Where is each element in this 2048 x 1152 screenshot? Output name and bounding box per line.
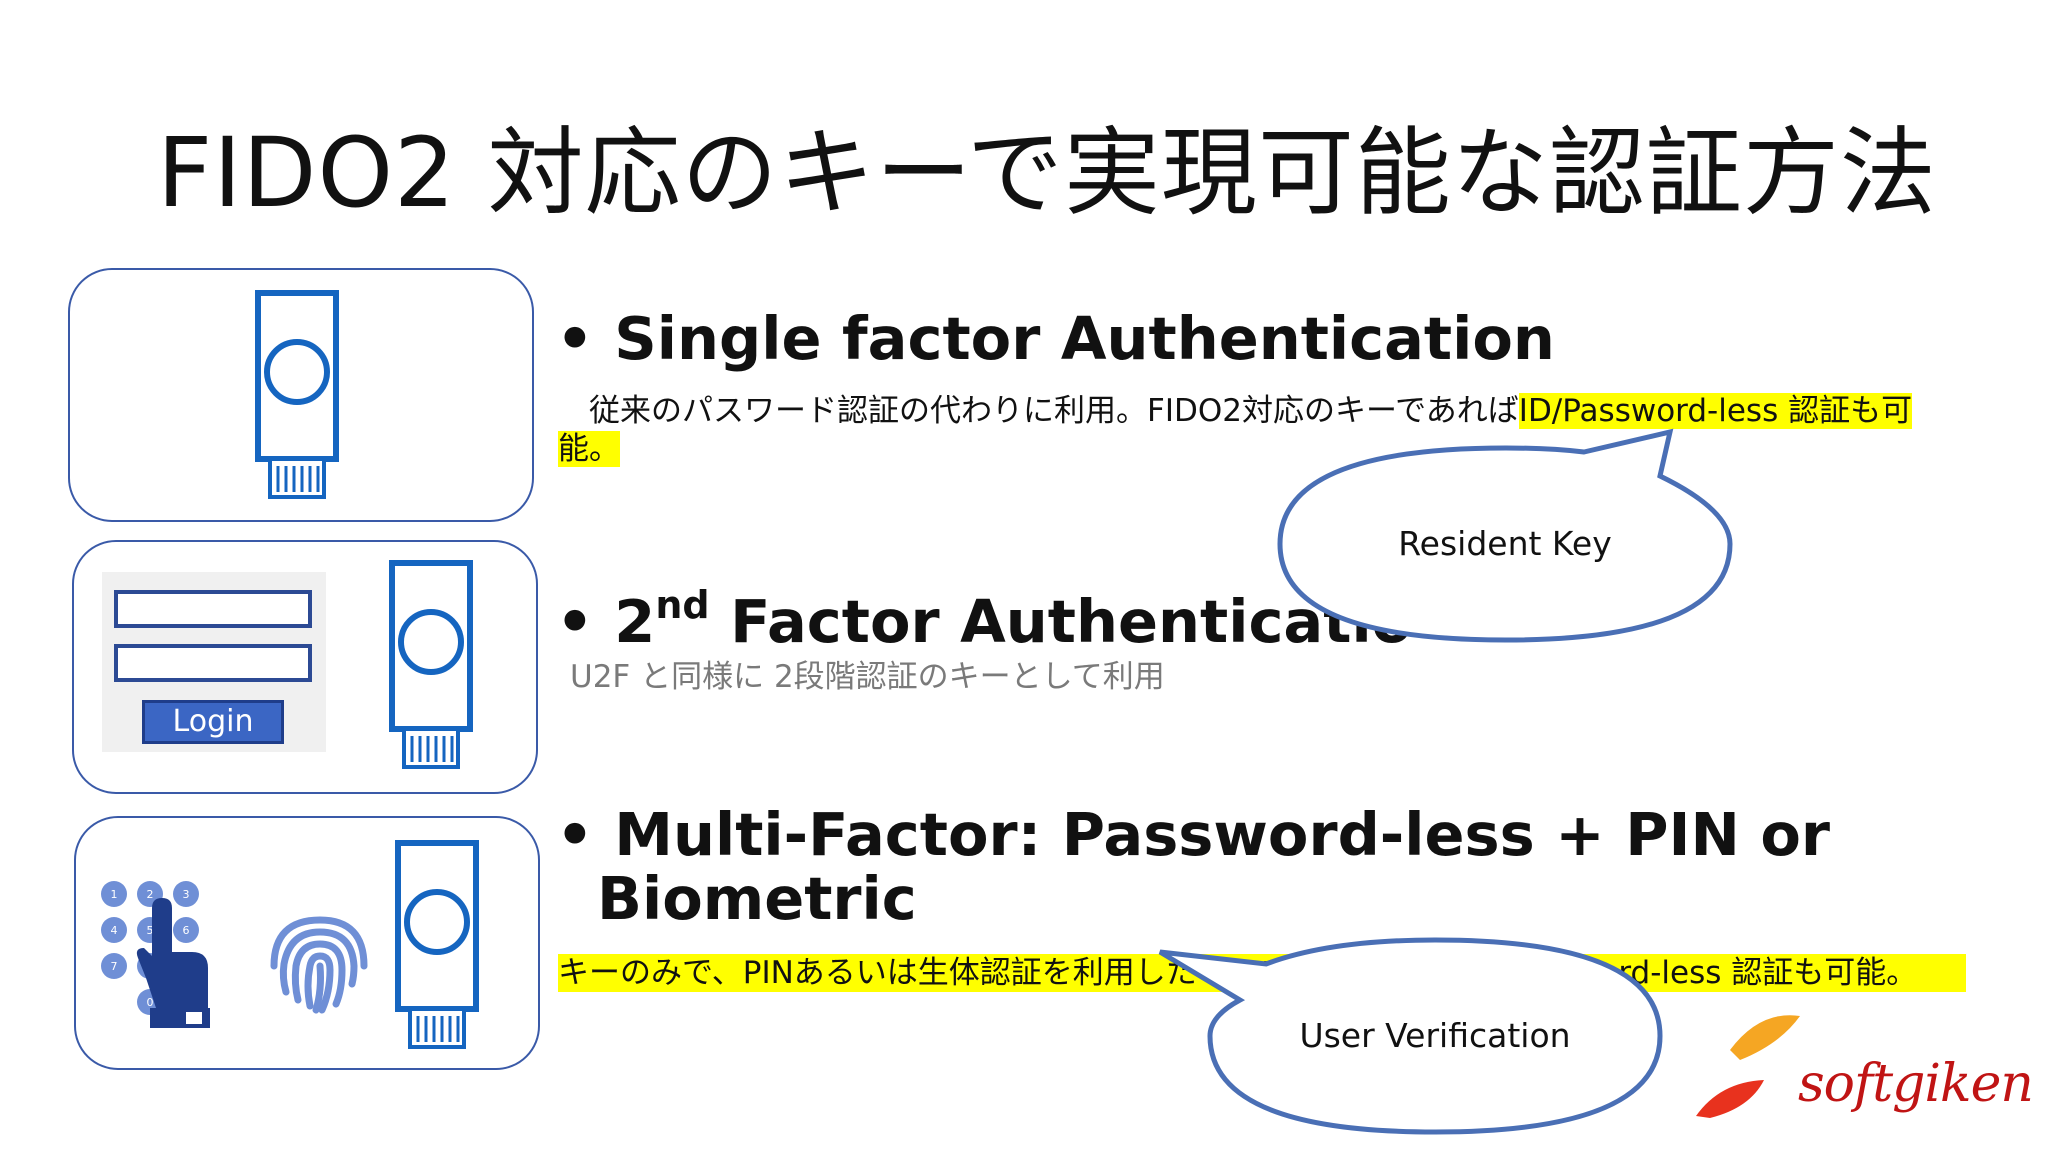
login-button: Login [142, 700, 284, 744]
keypad-key-label: 4 [111, 924, 118, 937]
desc-highlight-cont: 能。 [558, 431, 620, 467]
keypad-key [101, 881, 127, 907]
panel-single-factor [68, 268, 534, 522]
security-key-icon [389, 560, 473, 769]
keypad-key-label: 3 [183, 888, 190, 901]
bullet: • [556, 587, 594, 656]
keypad-key-label: 5 [147, 924, 154, 937]
desc-second-factor: U2F と同様に 2段階認証のキーとして利用 [570, 659, 1165, 695]
keypad-key-label: 0 [147, 996, 154, 1009]
fingerprint-icon [270, 916, 368, 1014]
desc-single-factor: 従来のパスワード認証の代わりに利用。FIDO2対応のキーであればID/Passw… [558, 392, 1918, 468]
keypad-key [101, 953, 127, 979]
heading-second-factor: • 2nd Factor Authenticatio [556, 572, 1412, 655]
desc-highlight: ID/Password-less 認証も可 [1518, 393, 1913, 429]
heading-multi-factor-line2: Biometric [597, 864, 917, 933]
heading-text: Single factor Authentication [614, 304, 1555, 373]
desc-multi-factor-left: キーのみで、PINあるいは生体認証を利用したマルチファ [558, 954, 1352, 992]
heading-multi-factor: • Multi-Factor: Password-less + PIN or [556, 802, 1830, 868]
heading-line1: Multi-Factor: Password-less + PIN or [614, 800, 1831, 869]
panel-multi-factor: 1234567890 [74, 816, 540, 1070]
keypad-key-label: 7 [111, 960, 118, 973]
heading-text: Factor Authenticatio [709, 587, 1413, 656]
keypad-key [173, 917, 199, 943]
keypad-key-label: 6 [183, 924, 190, 937]
keypad-key-label: 2 [147, 888, 154, 901]
heading-sup: nd [655, 583, 710, 627]
softgiken-logo-mark [1696, 1015, 1800, 1118]
password-field [114, 644, 312, 682]
security-key-icon [255, 290, 339, 499]
username-field [114, 590, 312, 628]
panel-second-factor: Login [72, 540, 538, 794]
bullet: • [556, 800, 594, 869]
desc-multi-factor-right: word-less 認証も可能。 [1574, 954, 1966, 992]
desc-text: 従来のパスワード認証の代わりに利用。FIDO2対応のキーであれば [558, 393, 1519, 429]
keypad-key [101, 917, 127, 943]
callout-resident-key-text: Resident Key [1398, 524, 1612, 563]
pin-keypad-icon: 1234567890 [101, 881, 210, 1028]
softgiken-logo-text: softgiken [1798, 1054, 2034, 1114]
keypad-key-label: 1 [111, 888, 118, 901]
security-key-icon [395, 840, 479, 1049]
callout-user-verification-text: User Verification [1299, 1016, 1571, 1055]
login-form-illustration: Login [102, 572, 326, 752]
slide-title: FIDO2 対応のキーで実現可能な認証方法 [157, 117, 1937, 229]
bullet: • [556, 304, 594, 373]
keypad-key [173, 881, 199, 907]
heading-number: 2 [614, 587, 656, 656]
heading-single-factor: • Single factor Authentication [556, 306, 1555, 372]
